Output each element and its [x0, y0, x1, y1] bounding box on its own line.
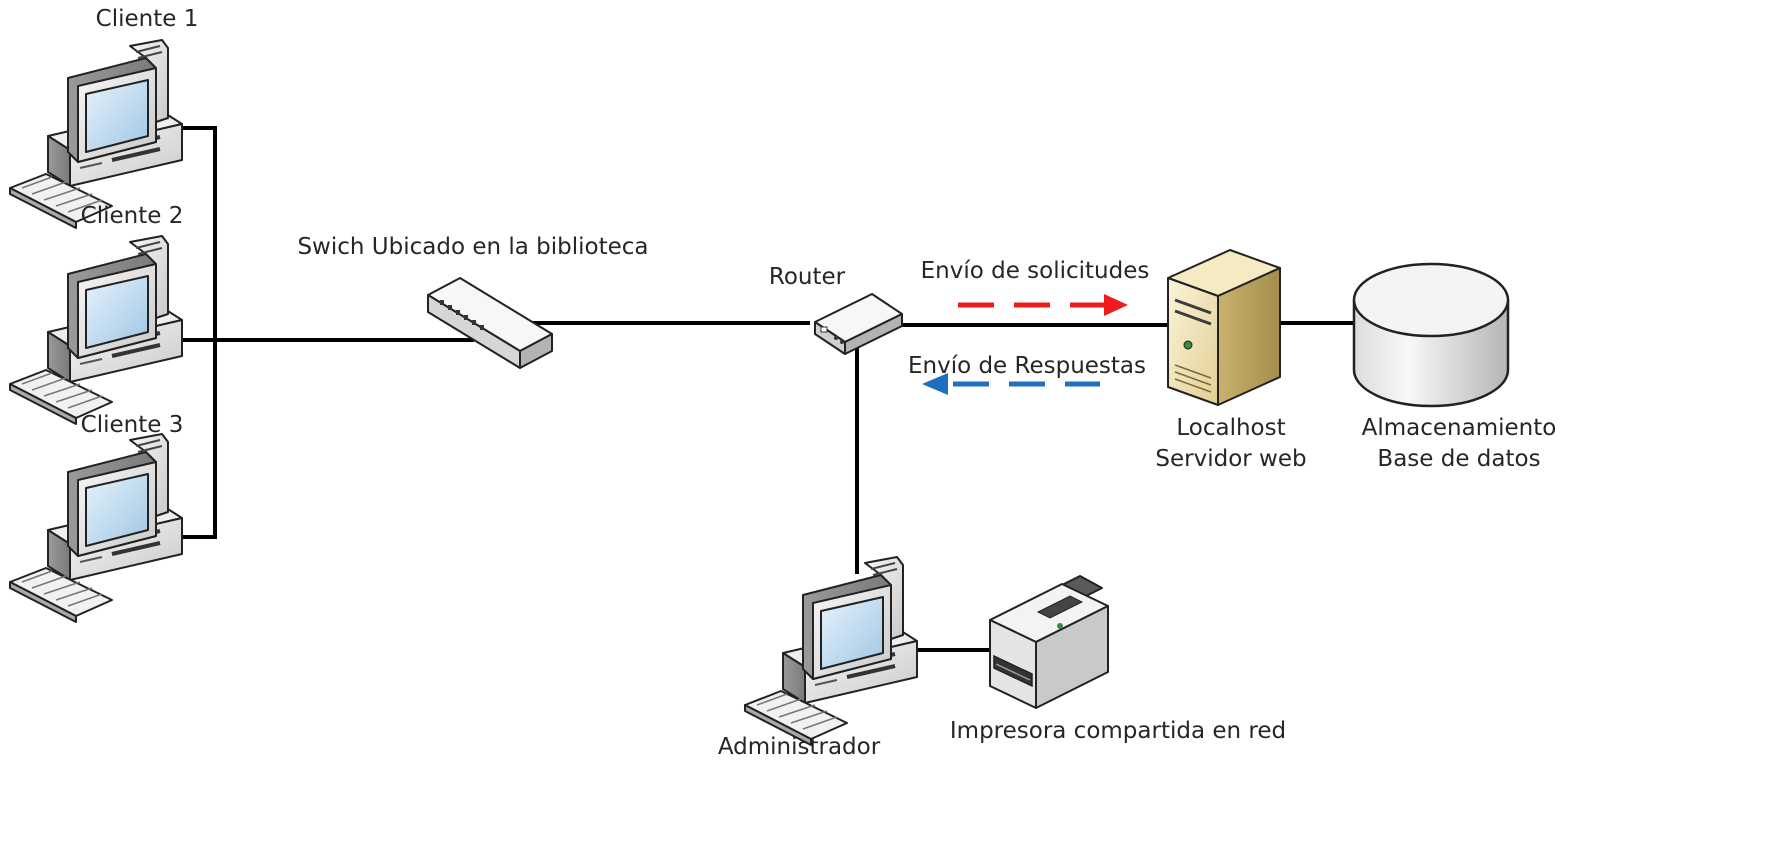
desktop-computer-icon	[8, 38, 184, 230]
router-icon	[814, 293, 903, 355]
server-label-line1: Localhost	[1176, 415, 1285, 441]
database-cylinder-icon	[1352, 262, 1510, 408]
printer-label: Impresora compartida en red	[950, 718, 1286, 744]
admin-label: Administrador	[718, 734, 881, 760]
network-switch-icon	[427, 277, 553, 369]
client-3-label: Cliente 3	[81, 412, 184, 438]
client-3-computer	[8, 432, 184, 624]
desktop-computer-icon	[743, 555, 919, 747]
server-label-line2: Servidor web	[1155, 446, 1306, 472]
client-2-computer	[8, 234, 184, 426]
printer-icon	[989, 575, 1109, 709]
admin-computer	[743, 555, 919, 747]
storage-label-line1: Almacenamiento	[1362, 415, 1557, 441]
server-tower-icon	[1167, 249, 1281, 406]
responses-label: Envío de Respuestas	[908, 353, 1146, 379]
requests-label: Envío de solicitudes	[921, 258, 1150, 284]
router-label: Router	[769, 264, 846, 290]
diagram-labels: Cliente 1 Cliente 2 Cliente 3 Swich Ubic…	[81, 6, 1557, 760]
requests-arrow	[958, 294, 1128, 316]
desktop-computer-icon	[8, 234, 184, 426]
client-1-computer	[8, 38, 184, 230]
responses-arrow	[922, 373, 1100, 395]
network-links	[158, 126, 1357, 652]
storage-label-line2: Base de datos	[1377, 446, 1540, 472]
client-2-label: Cliente 2	[81, 203, 184, 229]
desktop-computer-icon	[8, 432, 184, 624]
client-1-label: Cliente 1	[96, 6, 199, 32]
switch-label: Swich Ubicado en la biblioteca	[297, 234, 648, 260]
